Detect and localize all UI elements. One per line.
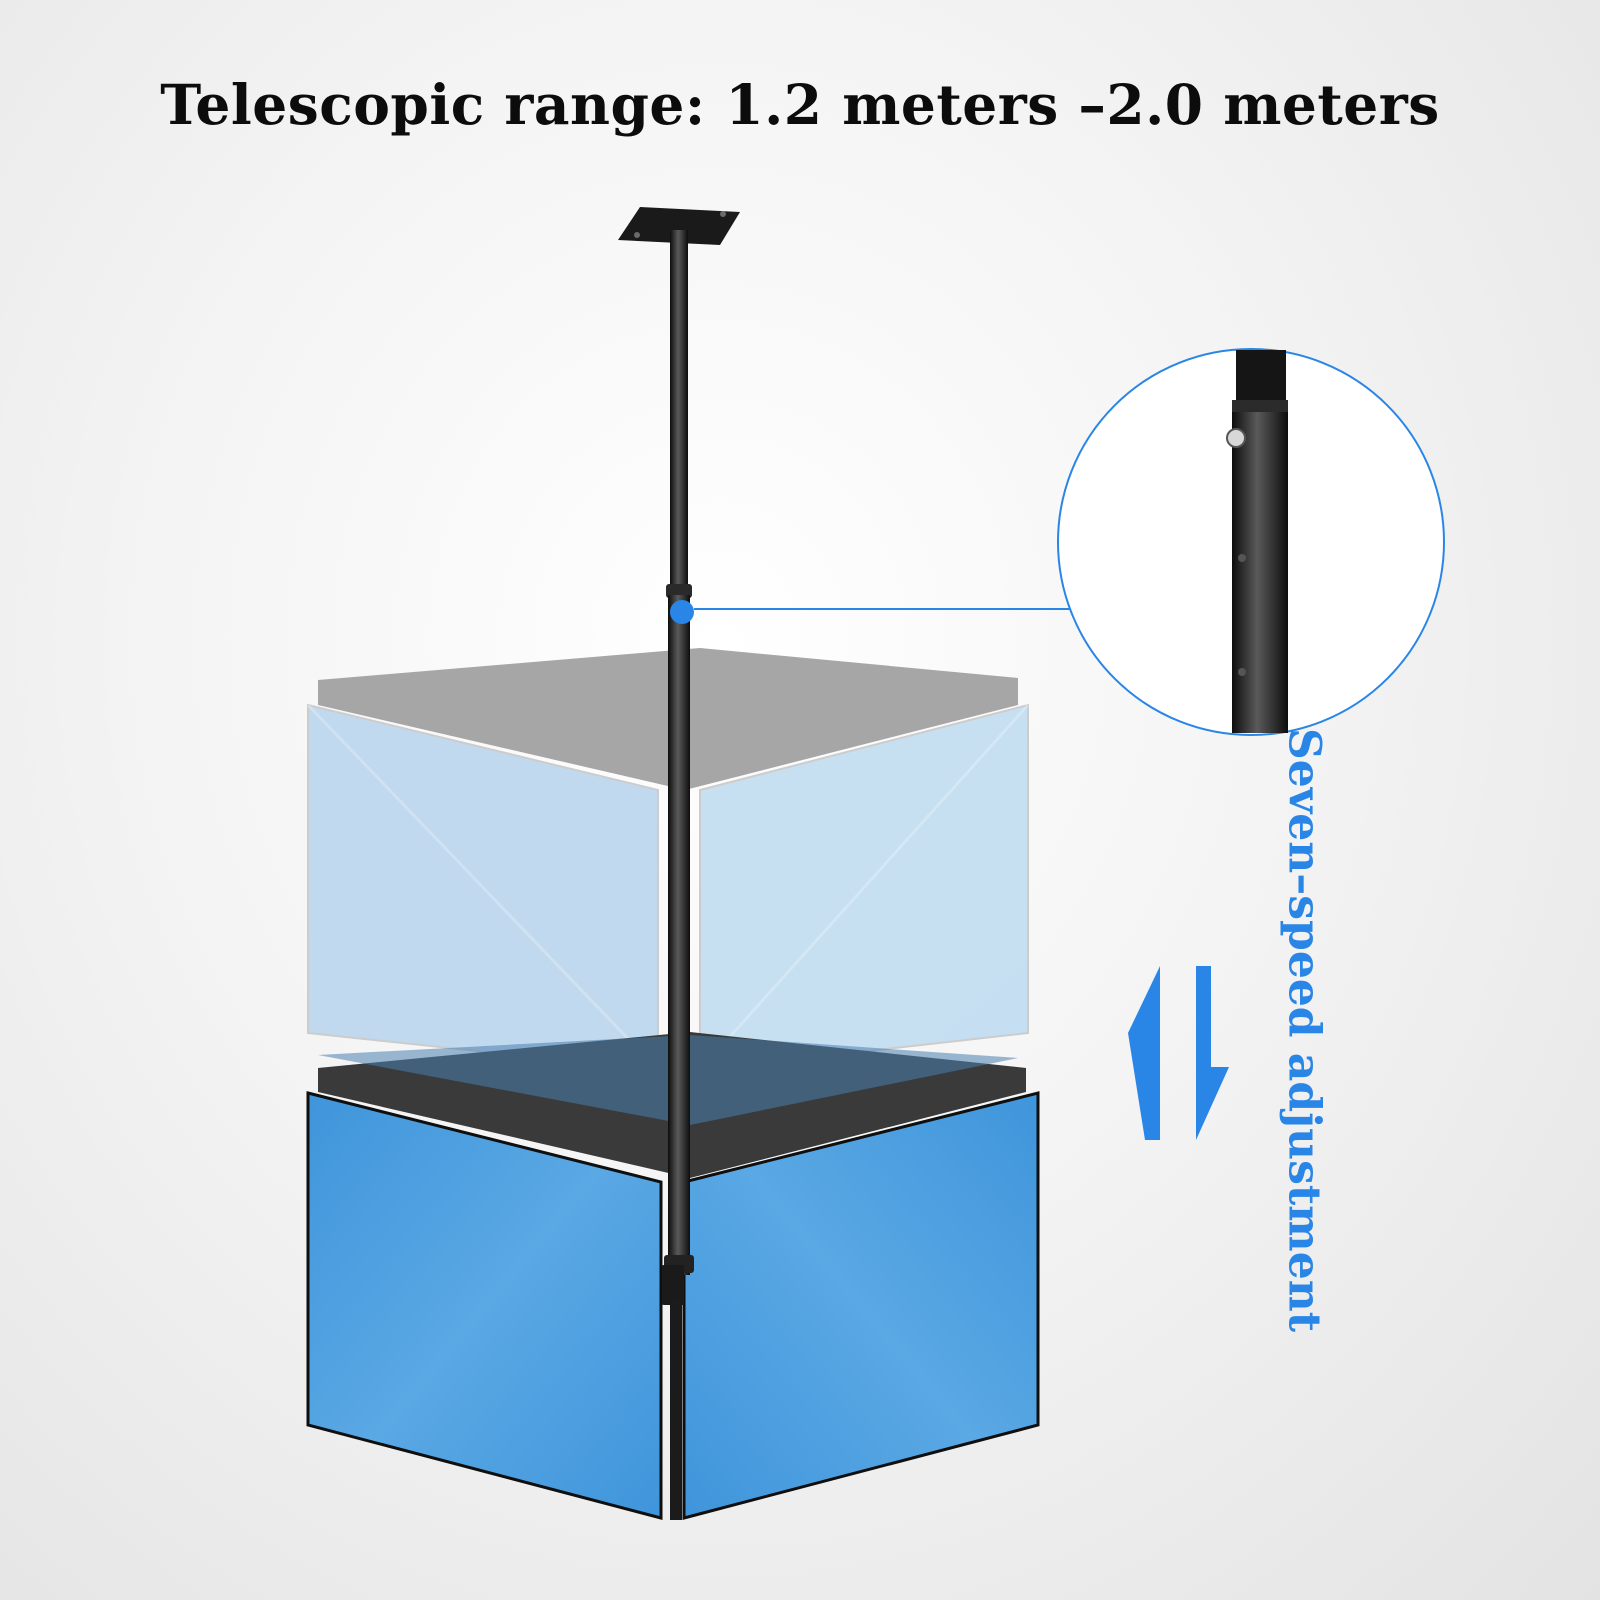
upper-box-right-face [699, 703, 1029, 1072]
pole-lower-section [668, 595, 690, 1275]
pole-upper-section [670, 230, 688, 590]
ceiling-mount-plate [618, 207, 740, 245]
detail-callout [694, 348, 1445, 736]
zoom-adjust-hole-2 [1238, 668, 1246, 676]
side-caption: Seven–speed adjustment [1278, 727, 1330, 1333]
headline-title: Telescopic range: 1.2 meters –2.0 meters [160, 72, 1440, 137]
pole-joint [666, 584, 692, 598]
up-arrow [1128, 966, 1160, 1140]
blue-dot-marker [670, 600, 694, 624]
pole-base-clamp [662, 1265, 684, 1305]
zoom-pole-lower [1232, 405, 1288, 733]
lower-box-right-face [682, 1091, 1040, 1520]
telescopic-pole [618, 207, 740, 1520]
up-down-arrows-icon [1128, 966, 1229, 1140]
lower-box-left-face [306, 1091, 663, 1520]
zoom-lock-knob [1226, 428, 1246, 448]
down-arrow [1196, 966, 1229, 1140]
zoom-adjust-hole-1 [1238, 554, 1246, 562]
